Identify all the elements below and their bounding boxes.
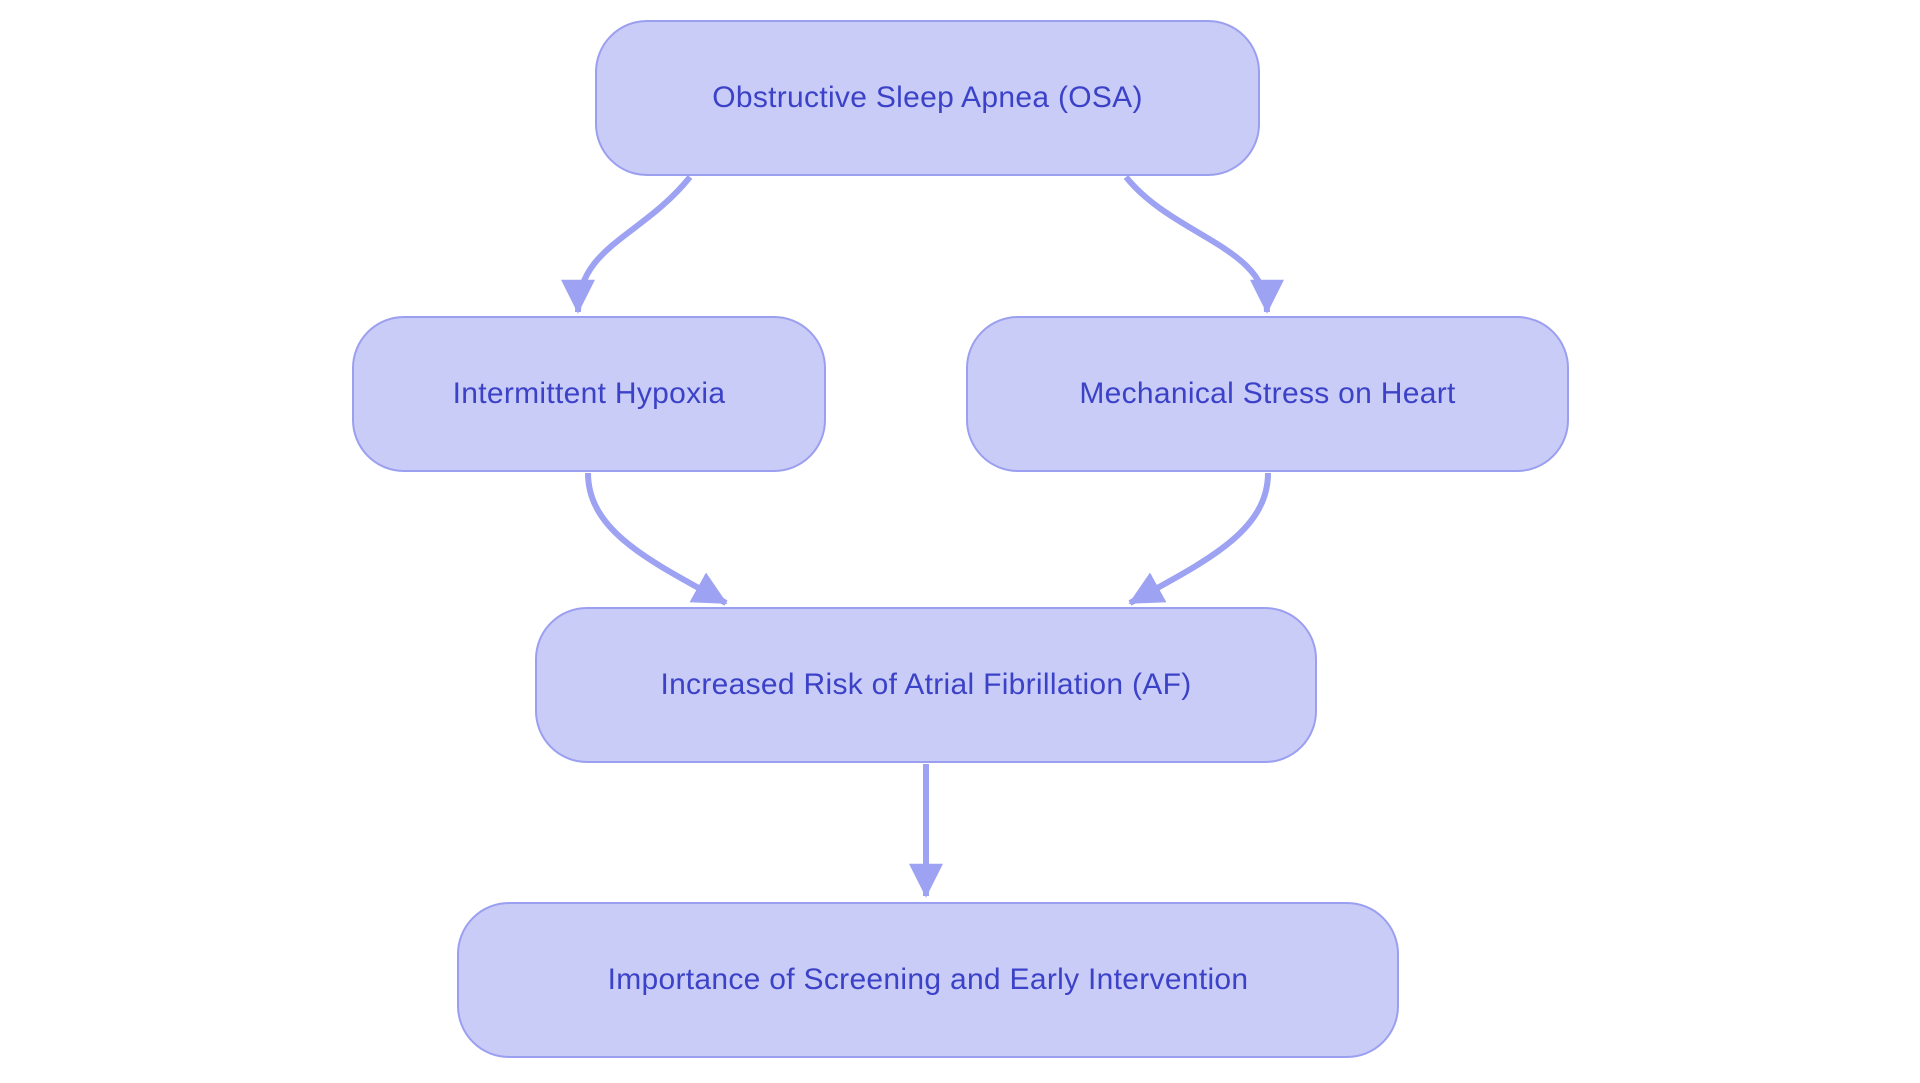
node-obstructive-sleep-apnea: Obstructive Sleep Apnea (OSA) (595, 20, 1260, 176)
node-label: Mechanical Stress on Heart (1079, 377, 1456, 410)
node-mechanical-stress-on-heart: Mechanical Stress on Heart (966, 316, 1569, 472)
node-label: Obstructive Sleep Apnea (OSA) (712, 81, 1143, 114)
node-label: Intermittent Hypoxia (452, 377, 726, 410)
edge-osa-to-stress (1123, 175, 1284, 314)
node-increased-risk-of-af: Increased Risk of Atrial Fibrillation (A… (535, 607, 1317, 763)
node-label: Increased Risk of Atrial Fibrillation (A… (660, 668, 1192, 701)
edge-stress-to-af (1128, 472, 1271, 606)
edge-osa-to-hypoxia (561, 175, 693, 314)
node-label: Importance of Screening and Early Interv… (607, 963, 1249, 996)
edge-hypoxia-to-af (585, 472, 728, 606)
node-intermittent-hypoxia: Intermittent Hypoxia (352, 316, 826, 472)
node-screening-early-intervention: Importance of Screening and Early Interv… (457, 902, 1399, 1058)
